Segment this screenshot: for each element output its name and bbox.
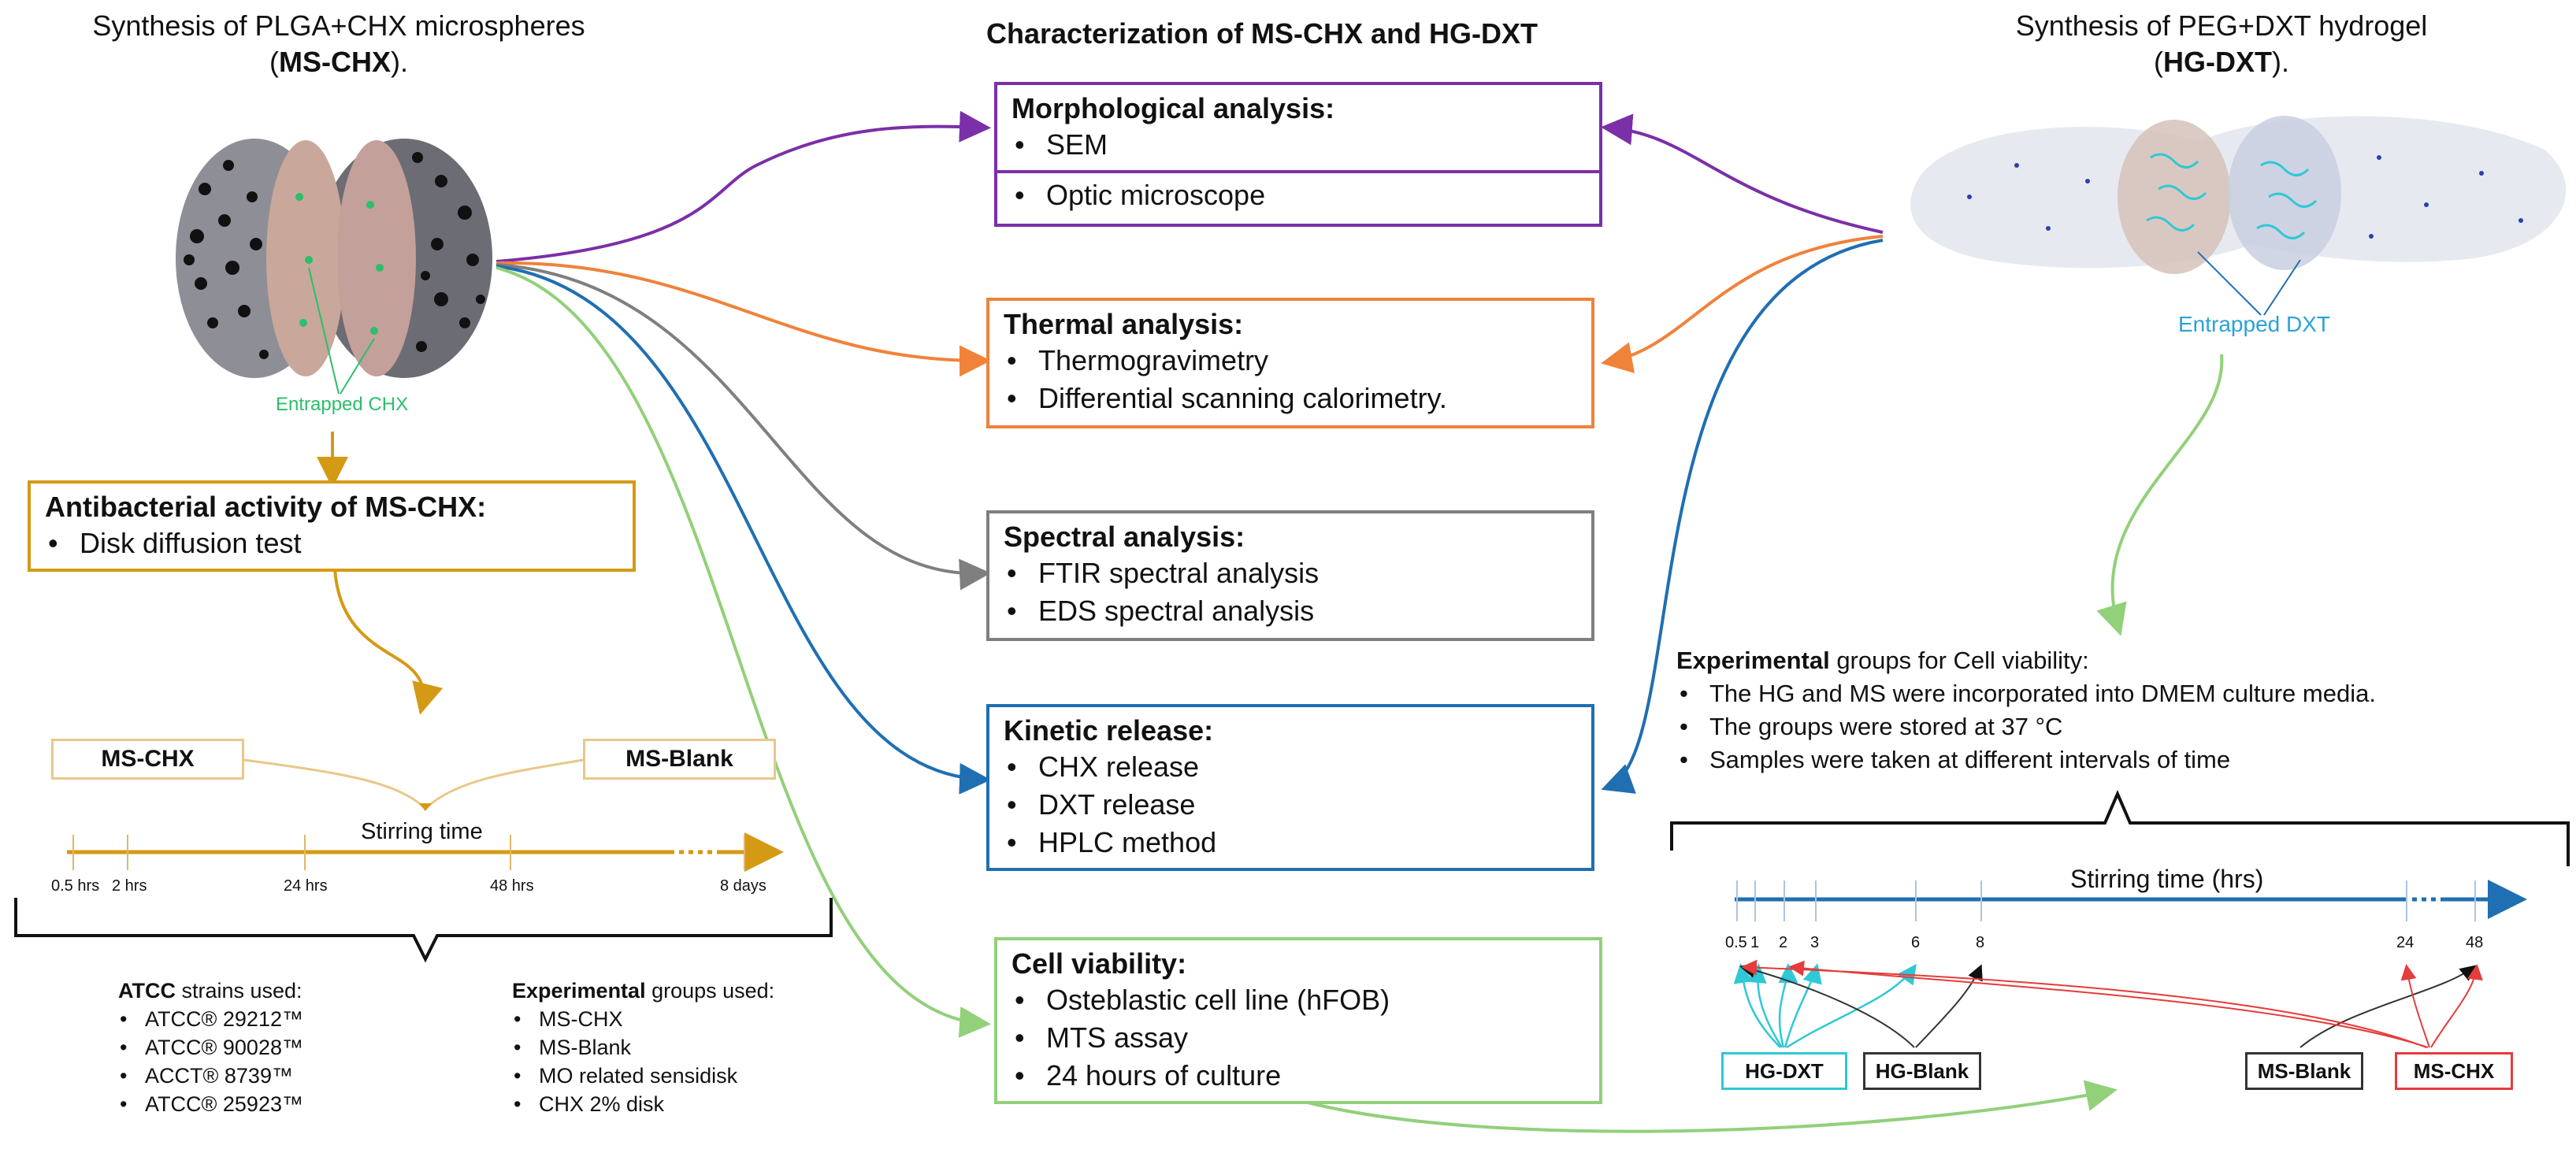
right-exp-block: Experimental groups for Cell viability: …: [1676, 644, 2559, 777]
right-title: Synthesis of PEG+DXT hydrogel (HG-DXT).: [1922, 8, 2521, 80]
right-exp-item: The groups were stored at 37 °C: [1680, 710, 2559, 743]
arrow-spectral-left: [496, 263, 991, 591]
right-title-line1: Synthesis of PEG+DXT hydrogel: [2015, 9, 2428, 42]
right-group-hg-blank: HG-Blank: [1863, 1052, 1981, 1090]
morph-item-optic: Optic microscope: [1015, 176, 1585, 214]
right-stirring-label: Stirring time (hrs): [2070, 865, 2264, 893]
arrow-viability-left: [496, 266, 991, 1038]
right-tick-6: 24: [2396, 934, 2415, 951]
antibacterial-box: Antibacterial activity of MS-CHX: Disk d…: [28, 480, 636, 572]
arrow-morph-left: [496, 110, 991, 263]
right-title-bold: HG-DXT: [2163, 46, 2272, 78]
left-title-line1: Synthesis of PLGA+CHX microspheres: [92, 9, 585, 42]
arrow-thermal-right: [1601, 235, 1884, 373]
antibacterial-item: Disk diffusion test: [48, 524, 618, 562]
arrow-thermal-left: [496, 261, 991, 377]
kinetic-box: Kinetic release: CHX release DXT release…: [986, 704, 1594, 871]
viability-item: 24 hours of culture: [1015, 1057, 1585, 1095]
left-tick-4: 8 days: [720, 877, 766, 895]
left-tick-1: 2 hrs: [112, 877, 147, 895]
merge-right: [425, 758, 584, 809]
left-group-ms-blank: MS-Blank: [583, 739, 776, 780]
left-tick-3: 48 hrs: [490, 877, 534, 895]
viability-item: MTS assay: [1015, 1019, 1585, 1057]
atcc-list: ATCC strains used: ATCC® 29212™ ATCC® 90…: [118, 977, 449, 1118]
right-exp-item: Samples were taken at different interval…: [1680, 743, 2559, 777]
left-exp-item: CHX 2% disk: [514, 1090, 874, 1118]
left-exp-item: MS-Blank: [514, 1033, 874, 1062]
right-tick-2: 2: [1779, 934, 1788, 951]
center-title: Characterization of MS-CHX and HG-DXT: [986, 17, 1539, 50]
spectral-heading: Spectral analysis:: [1004, 521, 1245, 553]
antibacterial-heading: Antibacterial activity of MS-CHX:: [45, 491, 487, 523]
viability-heading: Cell viability:: [1011, 947, 1187, 980]
thermal-item: Thermogravimetry: [1007, 342, 1577, 380]
microsphere-illustration: [176, 139, 492, 395]
right-bracket: [1670, 789, 2570, 866]
arrow-kinetic-left: [496, 265, 991, 795]
right-tick-4: 6: [1911, 934, 1921, 951]
arrow-morph-right: [1601, 113, 1884, 234]
right-tick-1: 1: [1750, 934, 1760, 951]
atcc-item: ATCC® 90028™: [120, 1033, 449, 1062]
merge-left: [243, 758, 425, 809]
entrapped-chx-label: Entrapped CHX: [276, 394, 409, 415]
arrow-hg-to-exp: [2096, 354, 2224, 636]
right-group-ms-chx: MS-CHX: [2395, 1052, 2513, 1090]
morph-box: Morphological analysis: SEM Optic micros…: [994, 82, 1602, 227]
morph-heading: Morphological analysis:: [1011, 92, 1335, 124]
right-group-ms-blank: MS-Blank: [2245, 1052, 2363, 1090]
left-tick-0: 0.5 hrs: [51, 877, 100, 895]
left-title-bold: MS-CHX: [279, 46, 391, 78]
thermal-heading: Thermal analysis:: [1004, 308, 1244, 340]
entrapped-dxt-label: Entrapped DXT: [2178, 312, 2330, 336]
left-exp-item: MO related sensidisk: [514, 1062, 874, 1090]
right-tick-7: 48: [2466, 934, 2484, 951]
spectral-box: Spectral analysis: FTIR spectral analysi…: [986, 510, 1594, 641]
right-exp-item: The HG and MS were incorporated into DME…: [1680, 677, 2559, 710]
right-tick-0: 0.5: [1725, 934, 1747, 951]
left-exp-item: MS-CHX: [514, 1005, 874, 1033]
right-tick-5: 8: [1976, 934, 1985, 951]
thermal-item: Differential scanning calorimetry.: [1007, 380, 1577, 417]
right-tick-3: 3: [1810, 934, 1820, 951]
kinetic-heading: Kinetic release:: [1004, 714, 1214, 747]
morph-item-sem: SEM: [1015, 126, 1585, 164]
left-stirring-label: Stirring time: [361, 819, 483, 844]
left-tick-2: 24 hrs: [284, 877, 328, 895]
spectral-item: FTIR spectral analysis: [1007, 554, 1577, 592]
thermal-box: Thermal analysis: Thermogravimetry Diffe…: [986, 298, 1594, 428]
arrow-antibac-to-timeline: [333, 568, 444, 715]
kinetic-item: DXT release: [1007, 786, 1577, 824]
arrow-viability-bottom: [1307, 1080, 2118, 1133]
left-exp-list: Experimental groups used: MS-CHX MS-Blan…: [512, 977, 874, 1118]
left-group-ms-chx: MS-CHX: [51, 739, 244, 780]
arrow-kinetic-right: [1601, 239, 1884, 794]
viability-item: Osteblastic cell line (hFOB): [1015, 981, 1585, 1019]
viability-box: Cell viability: Osteblastic cell line (h…: [994, 937, 1602, 1104]
spectral-item: EDS spectral analysis: [1007, 592, 1577, 630]
atcc-item: ATCC® 25923™: [120, 1090, 449, 1118]
kinetic-item: HPLC method: [1007, 824, 1577, 862]
atcc-item: ATCC® 29212™: [120, 1005, 449, 1033]
hydrogel-illustration: [1910, 116, 2567, 316]
right-group-hg-dxt: HG-DXT: [1721, 1052, 1847, 1090]
kinetic-item: CHX release: [1007, 748, 1577, 786]
left-bracket: [14, 898, 833, 963]
atcc-item: ACCT® 8739™: [120, 1062, 449, 1090]
left-title: Synthesis of PLGA+CHX microspheres (MS-C…: [55, 8, 622, 80]
